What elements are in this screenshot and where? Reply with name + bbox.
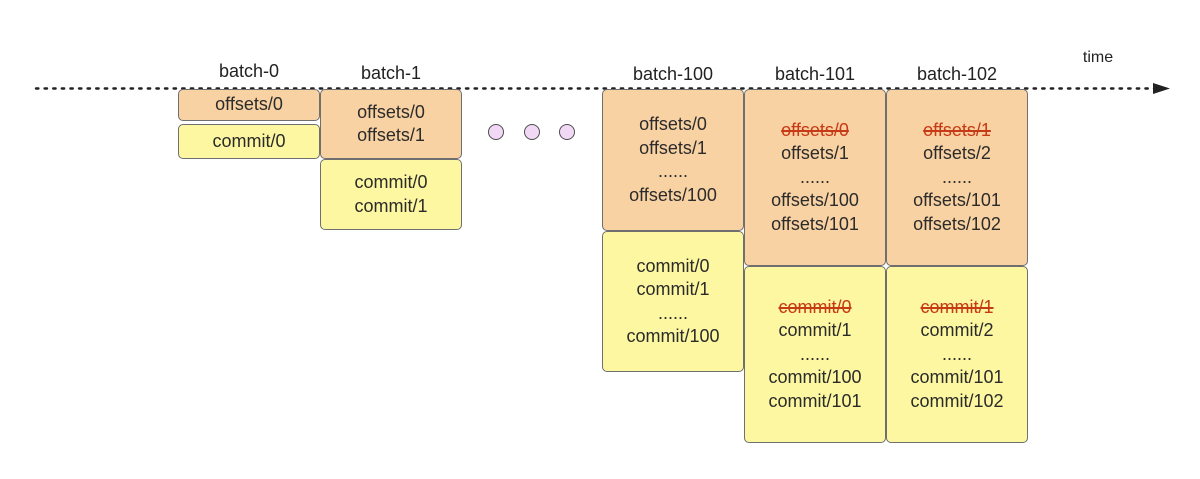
offsets-entry: ......	[657, 161, 688, 181]
commit-entry: commit/102	[910, 390, 1004, 411]
offsets-entry-struck: offsets/1	[923, 119, 991, 140]
offsets-entry: offsets/2	[923, 143, 991, 164]
time-label: time	[1082, 49, 1114, 66]
commit-entry: commit/1	[778, 320, 852, 341]
commit-entry: commit/100	[626, 326, 720, 346]
commit-entry: ......	[657, 302, 688, 323]
ellipsis-dot-1	[488, 124, 504, 140]
commit-box-batch-1: commit/0 commit/1	[320, 159, 462, 230]
batch-label-1: batch-1	[360, 63, 422, 83]
offsets-entry: offsets/102	[913, 213, 1001, 234]
offsets-box-batch-1: offsets/0 offsets/1	[320, 89, 462, 159]
ellipsis-dot-2	[524, 124, 540, 140]
batch-label-102: batch-102	[916, 64, 998, 84]
commit-entry: commit/2	[920, 320, 994, 341]
commit-entry: commit/0	[212, 130, 286, 151]
commit-entry: commit/0	[354, 172, 428, 192]
offsets-entry: offsets/100	[629, 184, 717, 205]
commit-box-batch-0: commit/0	[178, 124, 320, 159]
batch-label-101: batch-101	[774, 64, 856, 84]
offsets-entry: offsets/100	[771, 190, 859, 211]
offsets-entry: offsets/1	[357, 125, 425, 145]
offsets-box-batch-100: offsets/0 offsets/1...... offsets/100	[602, 89, 744, 231]
offsets-entry-struck: offsets/0	[781, 119, 849, 140]
commit-entry: commit/1	[636, 279, 710, 299]
commit-entry: commit/100	[768, 367, 862, 388]
offsets-entry: ......	[941, 166, 972, 187]
commit-entry: commit/0	[636, 255, 710, 276]
commit-entry: commit/101	[910, 367, 1004, 388]
commit-entry-struck: commit/1	[920, 296, 994, 317]
ellipsis-dot-3	[559, 124, 575, 140]
commit-entry: ......	[941, 343, 972, 364]
offsets-entry: offsets/0	[357, 101, 425, 122]
commit-entry: commit/1	[354, 195, 428, 216]
offsets-entry: offsets/0	[215, 94, 283, 115]
commit-box-batch-100: commit/0 commit/1...... commit/100	[602, 231, 744, 372]
offsets-box-batch-0: offsets/0	[178, 89, 320, 121]
batch-label-100: batch-100	[632, 64, 714, 84]
commit-entry: commit/101	[768, 390, 862, 411]
offsets-entry: offsets/0	[639, 114, 707, 134]
offsets-entry: offsets/101	[913, 190, 1001, 211]
commit-entry-struck: commit/0	[778, 296, 852, 317]
offsets-entry: offsets/101	[771, 213, 859, 234]
offsets-entry: ......	[799, 166, 830, 187]
batch-label-0: batch-0	[218, 61, 280, 81]
offsets-entry: offsets/1	[639, 137, 707, 158]
offsets-entry: offsets/1	[781, 143, 849, 164]
commit-entry: ......	[799, 343, 830, 364]
